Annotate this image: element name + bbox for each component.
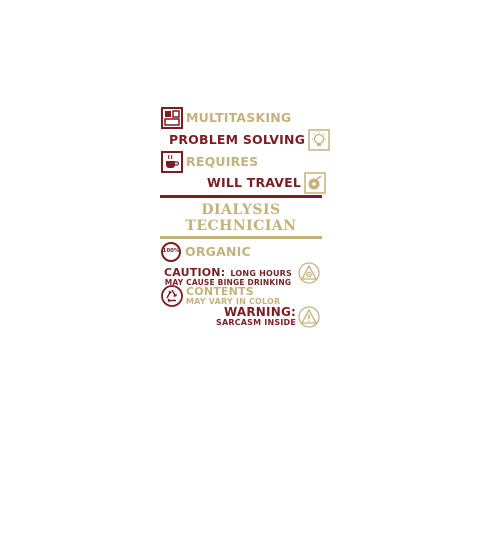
requires-row: REQUIRES: [161, 151, 258, 173]
title-line-1: DIALYSIS: [201, 202, 281, 218]
organic-text: ORGANIC: [185, 243, 251, 259]
coffee-cup-icon: [161, 151, 183, 173]
recycle-icon: [161, 285, 183, 307]
title-block: DIALYSIS TECHNICIAN: [158, 202, 324, 234]
divider-tan: [160, 236, 322, 239]
caution-text-2: MAY CAUSE BINGE DRINKING: [164, 278, 292, 287]
tape-reel-icon: [304, 172, 326, 194]
warning-text: SARCASM INSIDE: [216, 318, 296, 327]
multitasking-row: MULTITASKING: [161, 107, 291, 129]
problem-solving-row: PROBLEM SOLVING: [169, 129, 330, 151]
organic-badge-text: 100%: [162, 248, 180, 255]
warning-triangle-icon: [298, 306, 320, 328]
caution-label: CAUTION:: [163, 266, 226, 279]
problem-solving-text: PROBLEM SOLVING: [169, 131, 306, 147]
windows-icon: [161, 107, 183, 129]
divider-maroon: [160, 195, 322, 198]
organic-row: 100% ORGANIC: [161, 242, 251, 262]
warning-block: WARNING: SARCASM INSIDE: [160, 306, 296, 328]
title-line-2: TECHNICIAN: [185, 218, 297, 234]
organic-badge: 100%: [161, 242, 181, 262]
contents-row: CONTENTS MAY VARY IN COLOR: [161, 285, 280, 307]
biohazard-icon: [298, 262, 320, 284]
will-travel-row: WILL TRAVEL: [207, 172, 326, 194]
multitasking-text: MULTITASKING: [186, 109, 292, 125]
shirt-design: MULTITASKING PROBLEM SOLVING REQUIRES WI…: [158, 102, 330, 334]
contents-text: MAY VARY IN COLOR: [186, 297, 281, 306]
warning-label: WARNING:: [223, 305, 296, 319]
contents-label: CONTENTS: [186, 285, 254, 298]
caution-text-1: LONG HOURS: [230, 269, 292, 278]
requires-text: REQUIRES: [186, 153, 259, 169]
contents-text-block: CONTENTS MAY VARY IN COLOR: [186, 286, 280, 306]
will-travel-text: WILL TRAVEL: [207, 174, 302, 190]
lightbulb-icon: [308, 129, 330, 151]
caution-block: CAUTION: LONG HOURS MAY CAUSE BINGE DRIN…: [160, 265, 296, 287]
